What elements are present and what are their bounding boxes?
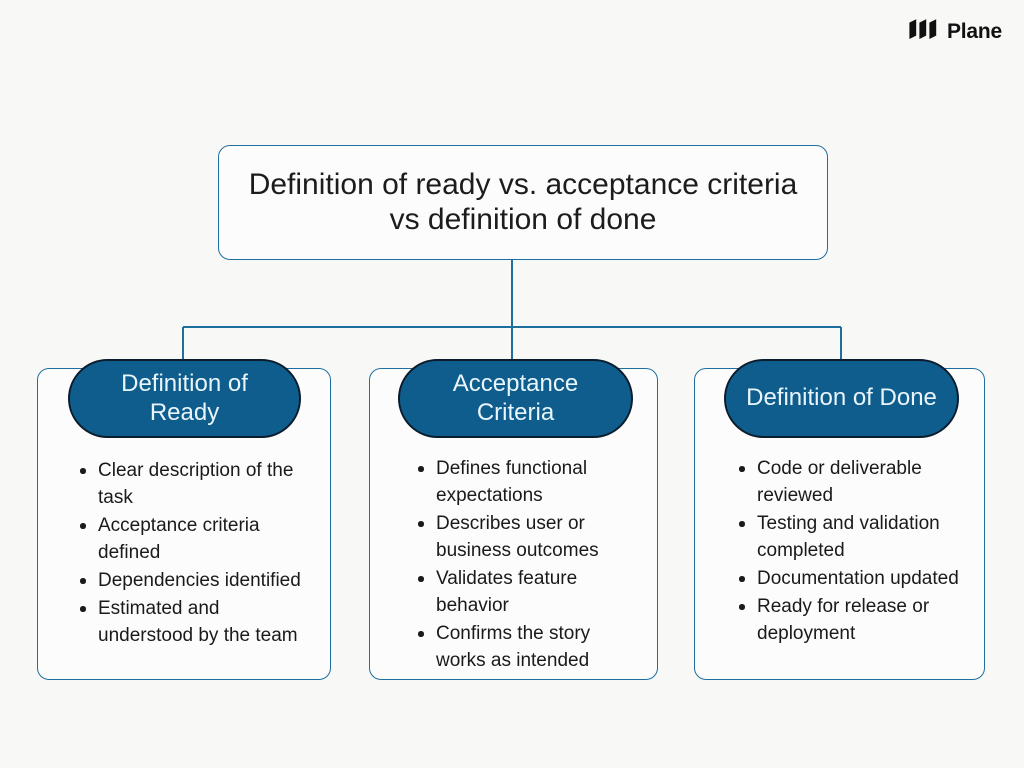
list-item: Describes user or business outcomes — [418, 510, 643, 564]
brand-logo: Plane — [908, 18, 1002, 45]
card-acceptance-criteria: Acceptance Criteria Defines functional e… — [369, 359, 658, 680]
list-item: Ready for release or deployment — [739, 593, 970, 647]
plane-logo-icon — [908, 18, 938, 45]
list-item: Confirms the story works as intended — [418, 620, 643, 674]
list-item: Testing and validation completed — [739, 510, 970, 564]
list-item: Dependencies identified — [80, 567, 316, 594]
card-definition-of-ready: Definition of Ready Clear description of… — [37, 359, 331, 680]
card-heading-pill: Definition of Done — [724, 359, 959, 438]
card-bullet-list: Defines functional expectations Describe… — [370, 455, 657, 675]
diagram-title-box: Definition of ready vs. acceptance crite… — [218, 145, 828, 260]
page-title: Definition of ready vs. acceptance crite… — [248, 168, 798, 236]
card-bullet-list: Code or deliverable reviewed Testing and… — [695, 455, 984, 648]
brand-name: Plane — [946, 20, 1002, 43]
card-heading-pill: Definition of Ready — [68, 359, 301, 438]
list-item: Clear description of the task — [80, 457, 316, 511]
card-heading-label: Definition of Done — [746, 384, 937, 412]
list-item: Defines functional expectations — [418, 455, 643, 509]
list-item: Documentation updated — [739, 565, 970, 592]
list-item: Code or deliverable reviewed — [739, 455, 970, 509]
card-heading-label: Acceptance Criteria — [452, 370, 579, 426]
card-heading-label: Definition of Ready — [121, 370, 248, 426]
card-heading-pill: Acceptance Criteria — [398, 359, 633, 438]
list-item: Estimated and understood by the team — [80, 595, 316, 649]
list-item: Validates feature behavior — [418, 565, 643, 619]
card-bullet-list: Clear description of the task Acceptance… — [38, 457, 330, 650]
card-definition-of-done: Definition of Done Code or deliverable r… — [694, 359, 985, 680]
list-item: Acceptance criteria defined — [80, 512, 316, 566]
